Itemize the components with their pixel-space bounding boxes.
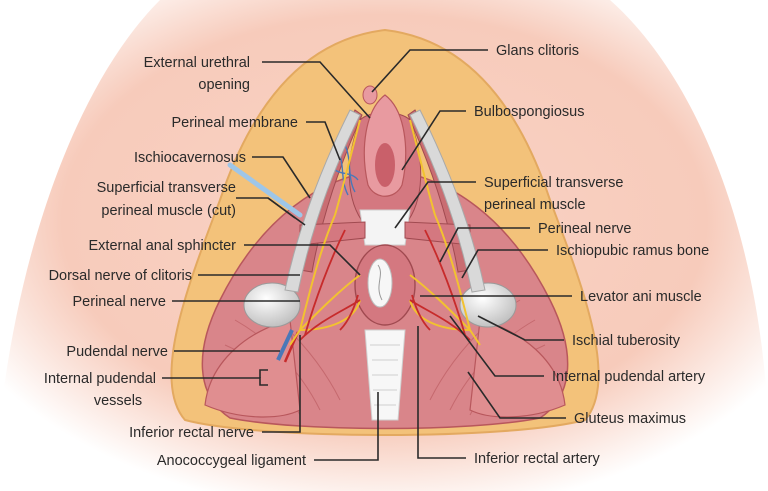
label-superficial-transverse-2: perineal muscle xyxy=(484,197,586,213)
label-perineal-nerve-left: Perineal nerve xyxy=(73,294,167,310)
label-perineal-nerve-right: Perineal nerve xyxy=(538,221,632,237)
ischiopubic-ramus-left xyxy=(284,109,361,293)
label-internal-pudendal-vessels-2: vessels xyxy=(94,393,142,409)
label-ischiopubic-ramus-bone: Ischiopubic ramus bone xyxy=(556,243,709,259)
leader-lines xyxy=(162,49,572,461)
label-pudendal-nerve: Pudendal nerve xyxy=(66,344,168,360)
anal-fold xyxy=(377,264,383,301)
label-perineal-membrane: Perineal membrane xyxy=(171,115,298,131)
label-internal-pudendal-artery: Internal pudendal artery xyxy=(552,369,706,385)
label-external-urethral-opening-1: External urethral xyxy=(144,55,250,71)
pudendal-vein xyxy=(276,329,294,361)
label-gluteus-maximus: Gluteus maximus xyxy=(574,411,686,427)
label-anococcygeal-ligament: Anococcygeal ligament xyxy=(157,453,306,469)
label-external-urethral-opening-2: opening xyxy=(198,77,250,93)
gluteus-maximus-left xyxy=(204,319,301,418)
label-bulbospongiosus: Bulbospongiosus xyxy=(474,104,584,120)
ischial-tuberosity-right xyxy=(459,282,517,328)
label-levator-ani-muscle: Levator ani muscle xyxy=(580,289,702,305)
label-dorsal-nerve-of-clitoris: Dorsal nerve of clitoris xyxy=(49,268,192,284)
label-internal-pudendal-vessels-1: Internal pudendal xyxy=(44,371,156,387)
label-glans-clitoris: Glans clitoris xyxy=(496,43,579,59)
label-superficial-transverse-cut-1: Superficial transverse xyxy=(97,180,236,196)
label-ischial-tuberosity: Ischial tuberosity xyxy=(572,333,681,349)
label-external-anal-sphincter: External anal sphincter xyxy=(89,238,237,254)
ischial-tuberosity-left xyxy=(243,282,301,328)
label-superficial-transverse-1: Superficial transverse xyxy=(484,175,623,191)
anal-opening xyxy=(367,258,393,308)
ligament-fibers xyxy=(370,344,400,406)
cut-instrument xyxy=(227,162,303,218)
label-inferior-rectal-nerve: Inferior rectal nerve xyxy=(129,425,254,441)
label-superficial-transverse-cut-2: perineal muscle (cut) xyxy=(101,203,236,219)
ischiopubic-ramus-right xyxy=(409,109,486,293)
perineal-body xyxy=(359,209,411,246)
label-inferior-rectal-artery: Inferior rectal artery xyxy=(474,451,600,467)
label-ischiocavernosus: Ischiocavernosus xyxy=(134,150,246,166)
nerve-network xyxy=(289,119,481,346)
vaginal-opening xyxy=(375,143,395,187)
